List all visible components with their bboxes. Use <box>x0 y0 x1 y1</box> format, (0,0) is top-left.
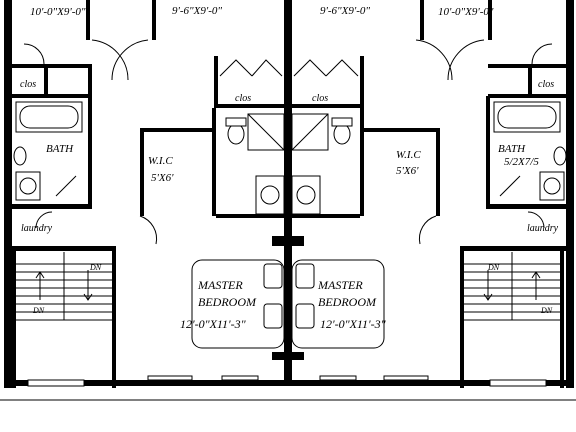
bath-label-left: BATH <box>46 143 74 155</box>
stair-label-right-bottom: DN <box>540 306 553 315</box>
stairs <box>16 252 560 321</box>
clos-label-right-small: clos <box>538 79 554 90</box>
clos-label-right-center: clos <box>312 93 328 104</box>
master-bedroom-right-line2: BEDROOM <box>318 295 377 309</box>
stair-label-right-top: DN <box>487 263 500 272</box>
master-bedroom-left-line1: MASTER <box>197 278 243 292</box>
master-bedroom-left-line2: BEDROOM <box>198 295 257 309</box>
room-dims-top-4: 10'-0"X9'-0" <box>438 6 494 18</box>
room-dims-top-1: 10'-0"X9'-0" <box>30 6 86 18</box>
wic-dims-left: 5'X6' <box>151 172 174 184</box>
laundry-label-left: laundry <box>21 223 53 234</box>
wic-label-left: W.I.C <box>148 155 173 167</box>
fixtures <box>13 101 567 349</box>
master-bedroom-left-dims: 12'-0"X11'-3" <box>180 317 247 331</box>
room-dims-top-3: 9'-6"X9'-0" <box>320 5 370 17</box>
room-dims-top-2: 9'-6"X9'-0" <box>172 5 222 17</box>
wic-label-right: W.I.C <box>396 149 421 161</box>
stair-label-left-top: DN <box>89 263 102 272</box>
door-swings <box>23 39 553 245</box>
walls <box>4 0 574 388</box>
bath-label-right: BATH <box>498 143 526 155</box>
bath-dims-right: 5/2X7/5 <box>504 156 539 168</box>
master-bedroom-right-dims: 12'-0"X11'-3" <box>320 317 387 331</box>
clos-label-left-center: clos <box>235 93 251 104</box>
master-bedroom-right-line1: MASTER <box>317 278 363 292</box>
stair-label-left-bottom: DN <box>32 306 45 315</box>
clos-label-left-small: clos <box>20 79 36 90</box>
wic-dims-right: 5'X6' <box>396 165 419 177</box>
laundry-label-right: laundry <box>527 223 559 234</box>
windows <box>0 375 576 401</box>
